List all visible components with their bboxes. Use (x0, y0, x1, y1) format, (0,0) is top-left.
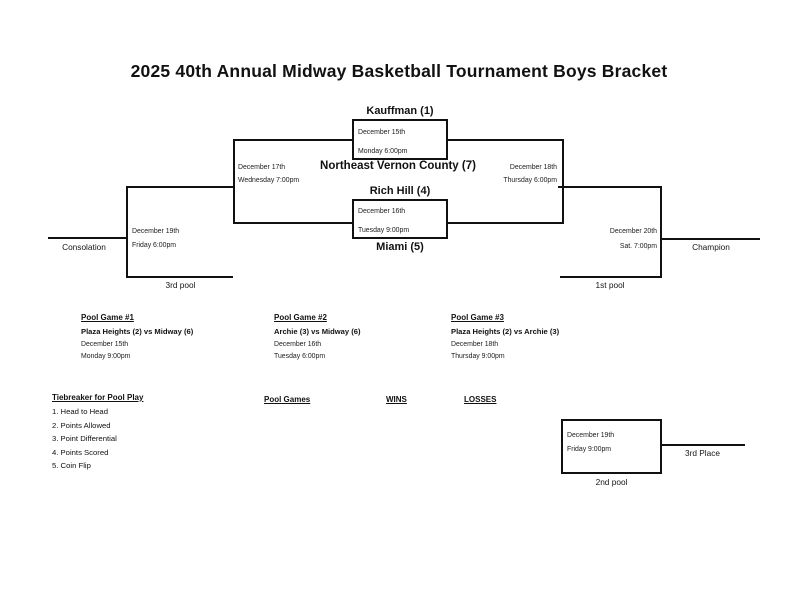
game2-box (352, 199, 448, 239)
champion-label: Champion (692, 242, 730, 252)
tiebreaker-item: 5. Coin Flip (52, 461, 91, 470)
bracket-line-left-top (126, 186, 235, 188)
second-pool-box (561, 419, 662, 474)
pool-game-1-time: Monday 9:00pm (81, 353, 131, 360)
second-pool-time: Friday 9:00pm (567, 446, 612, 453)
team-name-kauffman: Kauffman (1) (366, 105, 434, 117)
consolation-label: Consolation (62, 242, 106, 252)
consolation-line (48, 237, 126, 239)
semifinal-right-time: Thursday 6:00pm (503, 177, 557, 184)
semifinal-right-date: December 18th (509, 164, 557, 171)
bracket-line-left-vertical (126, 186, 128, 278)
second-pool-date: December 19th (567, 432, 615, 439)
tiebreaker-item: 1. Head to Head (52, 407, 108, 416)
losses-header: LOSSES (464, 395, 497, 404)
wins-header: WINS (386, 395, 407, 404)
pool-game-3-date: December 18th (451, 341, 499, 348)
first-pool-time: Sat. 7:00pm (619, 243, 657, 250)
bracket-line-right-top (558, 186, 662, 188)
second-pool-label: 2nd pool (595, 477, 628, 487)
pool-game-2-title: Pool Game #2 (274, 313, 327, 322)
pool-game-3-time: Thursday 9:00pm (451, 353, 505, 360)
third-pool-time: Friday 6:00pm (132, 242, 177, 249)
tiebreaker-item: 2. Points Allowed (52, 420, 111, 430)
pool-game-2-matchup: Archie (3) vs Midway (6) (274, 327, 361, 336)
team-name-northeast-vernon-county: Northeast Vernon County (7) (320, 160, 476, 172)
team-name-rich-hill: Rich Hill (4) (369, 185, 431, 197)
game1-box (352, 119, 448, 160)
pool-game-3-title: Pool Game #3 (451, 313, 504, 322)
pool-game-3: Pool Game #3 Plaza Heights (2) vs Archie… (451, 313, 641, 360)
semifinal-left-time: Wednesday 7:00pm (238, 177, 300, 184)
first-pool-label: 1st pool (595, 280, 625, 290)
pool-game-2: Pool Game #2 Archie (3) vs Midway (6) De… (274, 313, 464, 360)
pool-game-1-matchup: Plaza Heights (2) vs Midway (6) (81, 327, 194, 336)
pool-game-2-time: Tuesday 6:00pm (274, 353, 326, 360)
tiebreaker-item: 3. Point Differential (52, 434, 117, 443)
bracket-line-right-bottom (560, 276, 662, 278)
bracket-line-left-bottom (126, 276, 233, 278)
tiebreaker-title: Tiebreaker for Pool Play (52, 393, 144, 402)
game1-time: Monday 6:00pm (358, 148, 408, 155)
game2-time: Tuesday 9:00pm (358, 227, 410, 234)
pool-game-1-date: December 15th (81, 341, 129, 348)
tiebreaker-section: Tiebreaker for Pool Play 1. Head to Head… (52, 393, 222, 473)
tiebreaker-item: 4. Points Scored (52, 447, 109, 457)
pool-game-3-matchup: Plaza Heights (2) vs Archie (3) (451, 327, 560, 336)
third-pool-date: December 19th (132, 228, 180, 235)
first-pool-date: December 20th (609, 228, 657, 235)
third-pool-label: 3rd pool (165, 280, 196, 290)
game2-date: December 16th (358, 208, 406, 215)
pool-game-1: Pool Game #1 Plaza Heights (2) vs Midway… (81, 313, 271, 360)
third-place-line (660, 444, 745, 446)
team-name-miami: Miami (5) (376, 241, 424, 253)
champion-line (660, 238, 760, 240)
bracket-line-right-vertical (660, 186, 662, 278)
pool-games-header: Pool Games (264, 395, 311, 404)
third-place-label: 3rd Place (684, 448, 721, 458)
page-title: 2025 40th Annual Midway Basketball Tourn… (130, 61, 668, 81)
game1-date: December 15th (358, 129, 406, 136)
semifinal-left-date: December 17th (238, 164, 286, 171)
pool-game-1-title: Pool Game #1 (81, 313, 134, 322)
pool-game-2-date: December 16th (274, 341, 322, 348)
